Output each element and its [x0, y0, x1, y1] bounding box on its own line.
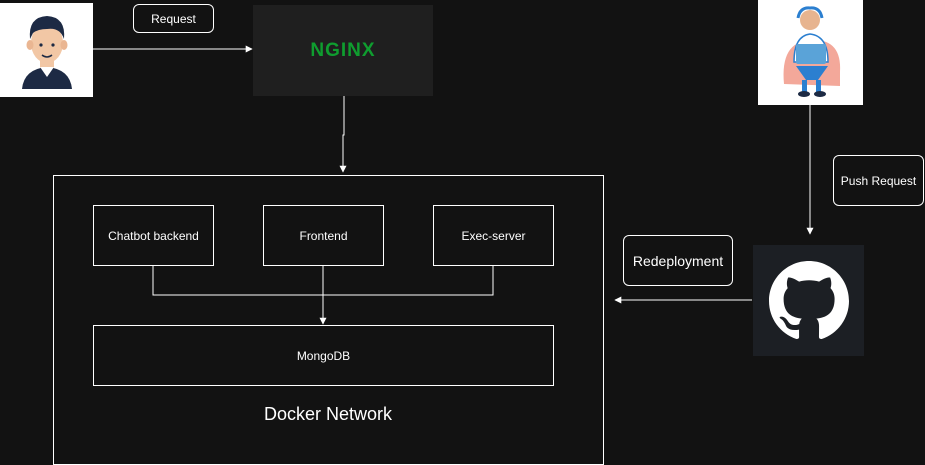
request-label: Request [133, 4, 214, 33]
github-box [753, 245, 864, 356]
user-avatar [0, 3, 93, 97]
nginx-box: NGINX [253, 5, 433, 96]
nginx-logo: NGINX [310, 39, 376, 61]
github-icon [768, 260, 849, 339]
nginx-to-docker-arrow [339, 96, 347, 173]
service-box-chatbot-backend: Chatbot backend [93, 205, 214, 266]
developer-icon [783, 6, 841, 97]
developer-avatar [758, 0, 863, 105]
mongodb-box: MongoDB [93, 325, 554, 386]
redeployment-label: Redeployment [623, 235, 733, 286]
service-box-frontend: Frontend [263, 205, 384, 266]
user-avatar-icon [22, 16, 72, 89]
docker-network-label: Docker Network [263, 404, 393, 424]
service-box-exec-server: Exec-server [433, 205, 554, 266]
push-request-label: Push Request [833, 155, 924, 206]
